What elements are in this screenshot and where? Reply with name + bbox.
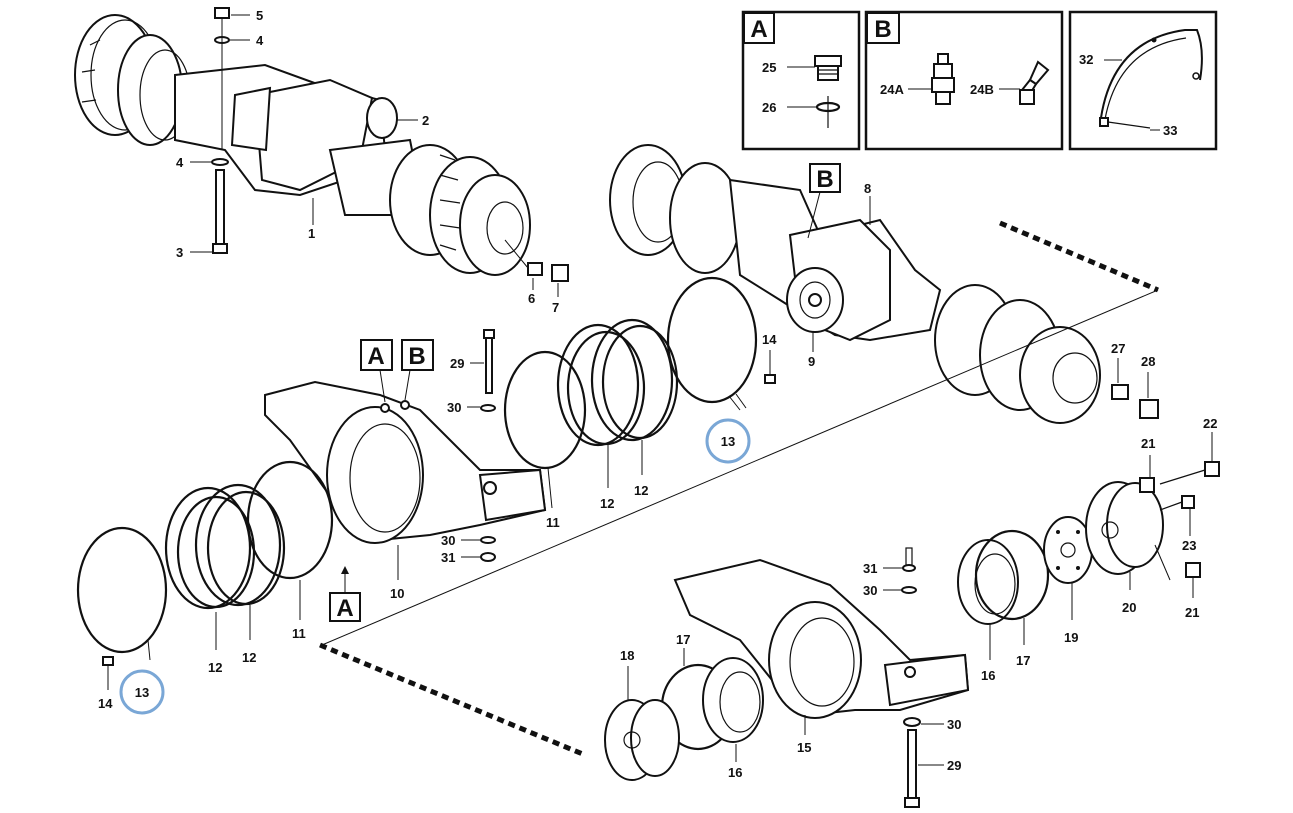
- bolt-22: [1159, 461, 1220, 485]
- svg-text:A: A: [367, 343, 384, 370]
- label-23: 23: [1182, 538, 1196, 553]
- label-32: 32: [1079, 52, 1093, 67]
- label-2: 2: [422, 113, 429, 128]
- highlight-13-upper: [705, 418, 751, 464]
- nut-28: [1139, 399, 1159, 419]
- label-10: 10: [390, 586, 404, 601]
- label-18: 18: [620, 648, 634, 663]
- label-7: 7: [552, 300, 559, 315]
- shim-plate-19: [1043, 516, 1093, 584]
- label-25: 25: [762, 60, 776, 75]
- label-4-top: 4: [256, 33, 264, 48]
- rear-axle-assembly: [609, 144, 1159, 424]
- bolt-14-lower: [102, 656, 114, 666]
- label-14-upper: 14: [762, 332, 777, 347]
- label-29-top: 29: [450, 356, 464, 371]
- label-13-lower: 13: [135, 685, 149, 700]
- bearing-set-right: [957, 529, 1050, 625]
- label-11-upper: 11: [546, 515, 560, 530]
- label-8: 8: [864, 181, 871, 196]
- label-12-lower-a: 12: [208, 660, 222, 675]
- callout-a-left: A: [329, 566, 361, 622]
- bolt-14-upper: [764, 374, 776, 384]
- svg-text:B: B: [816, 166, 833, 193]
- label-19: 19: [1064, 630, 1078, 645]
- dashed-axis-top: [999, 220, 1159, 293]
- inset-a: A 25 26: [741, 10, 861, 151]
- highlight-13-lower: [119, 669, 165, 715]
- callout-b-axle: B: [807, 163, 841, 239]
- label-9: 9: [808, 354, 815, 369]
- label-30-d: 30: [947, 717, 961, 732]
- inset-a-letter: A: [750, 16, 767, 43]
- svg-text:A: A: [336, 595, 353, 622]
- breather-24a: [931, 53, 955, 105]
- label-3: 3: [176, 245, 183, 260]
- center-line-long: [321, 289, 1159, 646]
- label-30-c: 30: [863, 583, 877, 598]
- label-16-right: 16: [981, 668, 995, 683]
- label-31-b: 31: [863, 561, 877, 576]
- label-20: 20: [1122, 600, 1136, 615]
- label-1: 1: [308, 226, 315, 241]
- label-12-lower-b: 12: [242, 650, 256, 665]
- label-17-right: 17: [1016, 653, 1030, 668]
- rings-lower: [76, 460, 334, 654]
- label-12-upper-a: 12: [600, 496, 614, 511]
- label-31-a: 31: [441, 550, 455, 565]
- label-30-a: 30: [447, 400, 461, 415]
- inset-b: B 24A 24B: [864, 10, 1064, 151]
- svg-text:B: B: [408, 343, 425, 370]
- label-6: 6: [528, 291, 535, 306]
- label-33: 33: [1163, 123, 1177, 138]
- breather-24b: [1019, 60, 1050, 105]
- label-13-upper: 13: [721, 434, 735, 449]
- bolt-21-bottom: [1185, 562, 1201, 578]
- label-29-bottom: 29: [947, 758, 961, 773]
- label-22: 22: [1203, 416, 1217, 431]
- bolt-23: [1159, 495, 1195, 511]
- label-21-bottom: 21: [1185, 605, 1199, 620]
- dashed-axis-bottom: [319, 642, 586, 758]
- label-24a: 24A: [880, 82, 904, 97]
- bolt-21-top: [1139, 477, 1155, 493]
- bearing-set-lower: [604, 657, 764, 781]
- bolt-27: [1111, 384, 1129, 400]
- o-ring-26: [815, 96, 841, 128]
- label-21-top: 21: [1141, 436, 1155, 451]
- label-15: 15: [797, 740, 811, 755]
- label-26: 26: [762, 100, 776, 115]
- washers-31-30-rear: [901, 547, 921, 808]
- label-11-lower: 11: [292, 626, 306, 641]
- axle-cradle-front: [264, 380, 547, 544]
- bolt-6: [527, 262, 543, 276]
- axle-cradle-rear: [673, 558, 970, 719]
- inset-c: 32 33: [1068, 10, 1218, 151]
- label-30-b: 30: [441, 533, 455, 548]
- label-28: 28: [1141, 354, 1155, 369]
- rings-upper: [503, 276, 758, 470]
- label-5: 5: [256, 8, 263, 23]
- label-12-upper-b: 12: [634, 483, 648, 498]
- label-14-lower: 14: [98, 696, 113, 711]
- label-17-lower: 17: [676, 632, 690, 647]
- end-cover-20: [1085, 481, 1171, 581]
- label-24b: 24B: [970, 82, 994, 97]
- mounting-bolt-group: [211, 7, 230, 254]
- bolt-29-top: [480, 329, 496, 412]
- washers-30-31-center: [480, 536, 496, 562]
- inset-b-letter: B: [874, 16, 891, 43]
- label-16-lower: 16: [728, 765, 742, 780]
- label-4-bottom: 4: [176, 155, 184, 170]
- callout-ab-center: A B: [360, 339, 434, 403]
- nut-7: [551, 264, 569, 282]
- plug-25: [814, 55, 842, 81]
- front-axle-assembly: [74, 14, 569, 282]
- label-27: 27: [1111, 341, 1125, 356]
- screw-33: [1099, 117, 1151, 129]
